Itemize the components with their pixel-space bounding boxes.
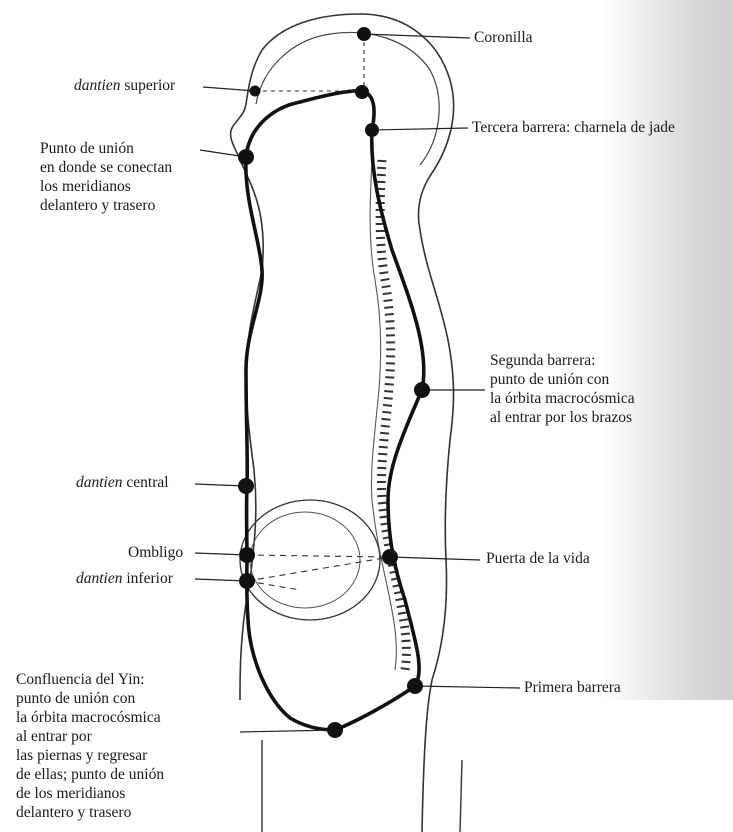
body-outline xyxy=(231,14,454,832)
label-puerta-vida: Puerta de la vida xyxy=(486,549,590,568)
skull-inner-line xyxy=(256,33,439,166)
third-eye-point xyxy=(355,85,369,99)
segunda-barrera-point xyxy=(414,382,430,398)
dantien-inferior-point xyxy=(239,573,255,589)
confluencia-point xyxy=(327,722,343,738)
spine-edge xyxy=(370,160,396,670)
primera-barrera-point xyxy=(407,678,423,694)
label-dantien-superior: dantien superior xyxy=(74,76,175,95)
label-tercera-barrera: Tercera barrera: charnela de jade xyxy=(472,118,675,137)
label-dantien-central: dantien central xyxy=(76,473,169,492)
coronilla-point xyxy=(357,27,371,41)
abdomen-ellipse xyxy=(240,500,380,620)
ombligo-dash xyxy=(247,555,390,557)
dantien-superior-point xyxy=(250,86,261,97)
label-ombligo: Ombligo xyxy=(128,543,183,562)
punto-union-point xyxy=(238,149,254,165)
abdomen-ellipse-inner xyxy=(250,512,360,608)
inferior-dash-2 xyxy=(247,581,300,590)
dantien-central-point xyxy=(238,478,254,494)
label-confluencia: Confluencia del Yin: punto de unión con … xyxy=(16,670,164,822)
inferior-dash-1 xyxy=(247,557,390,581)
microcosmic-orbit xyxy=(246,91,424,730)
puerta-vida-point xyxy=(382,549,398,565)
label-primera-barrera: Primera barrera xyxy=(524,678,621,697)
label-punto-union: Punto de unión en donde se conectan los … xyxy=(40,139,172,215)
label-dantien-inferior: dantien inferior xyxy=(76,569,173,588)
label-coronilla: Coronilla xyxy=(474,28,533,47)
tercera-barrera-point xyxy=(365,123,379,137)
ombligo-point xyxy=(239,547,255,563)
label-segunda-barrera: Segunda barrera: punto de unión con la ó… xyxy=(490,351,635,427)
points xyxy=(238,27,430,738)
leg-outline xyxy=(262,740,462,832)
